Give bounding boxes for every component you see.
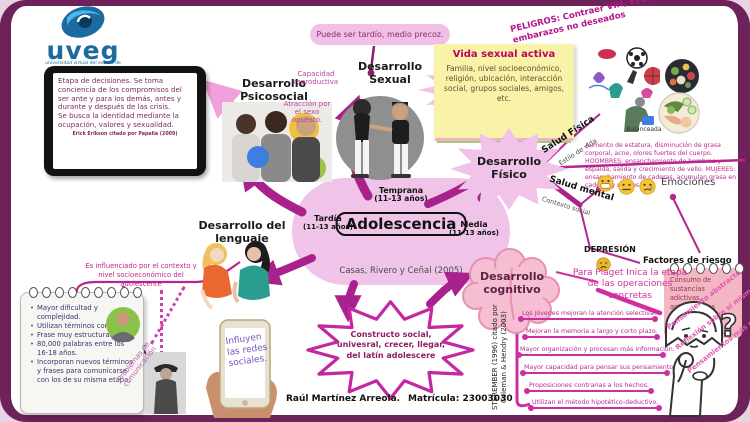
sticky-title: Vida sexual activa — [452, 49, 556, 60]
erikson-citation: Erick Erikson citado por Papalia (2009) — [72, 131, 178, 137]
athlete-figure — [593, 72, 605, 83]
phase-temprana-label: Temprana — [378, 186, 424, 195]
lenguaje-item: •Incorporan nuevos términos y frases par… — [30, 357, 133, 384]
cognitivo-item: Mayor organización y procesan más inform… — [516, 346, 675, 358]
cognitivo-item: Utilizan el método hipotético-deductivo. — [528, 399, 662, 411]
cognitivo-item: Mejoran la memoria a largo y corto plazo… — [522, 328, 660, 340]
phase-tardia-age: (11-13 años) — [303, 223, 353, 232]
sexual-bubble: Puede ser tardío, medio precoz. — [310, 24, 450, 45]
emoji-unamused-icon — [618, 178, 635, 195]
surfer-figure — [609, 83, 623, 98]
constructo-burst — [298, 296, 483, 404]
emoji-cry-icon — [639, 178, 656, 195]
dotted-line-2 — [160, 290, 163, 368]
two-women-illustration — [200, 241, 270, 310]
fisico-title: Desarrollo Físico — [476, 155, 542, 181]
salad-illustration — [658, 92, 700, 134]
cognitivo-item: Proposiciones contrarias a los hechos. — [524, 382, 654, 394]
cognitivo-item: Mayor capacidad para pensar sus pensamie… — [520, 364, 679, 376]
food-bowl-illustration — [665, 59, 699, 93]
cognitivo-item: Los jóvenes mejoran la atención selectiv… — [518, 310, 658, 322]
phone-in-hand — [206, 319, 277, 418]
emoji-grin-icon — [597, 175, 614, 192]
portrait-photo — [106, 307, 140, 342]
phone-screen-text: Influyen las redes sociales. — [224, 332, 269, 369]
erikson-text-2: Se busca la identidad mediante la ocupac… — [58, 111, 179, 129]
cook-illustration — [624, 97, 654, 132]
matricula: Matrícula: 23003030 — [408, 394, 513, 404]
sexual-bubble-text: Puede ser tardío, medio precoz. — [316, 30, 444, 39]
sexual-note-atraccion: Atracción por el sexo opuesto. — [283, 100, 331, 124]
erikson-tablet: Etapa de decisiones. Se toma conciencia … — [44, 66, 206, 176]
lenguaje-item: •Utilizan términos complejos. — [30, 321, 134, 330]
sexual-title: Desarrollo Sexual — [357, 60, 423, 86]
thinking-girl-illustration: ? — [665, 301, 738, 417]
phase-media: Media (11-13 años) — [444, 220, 504, 237]
erikson-screen: Etapa de decisiones. Se toma conciencia … — [53, 73, 197, 169]
sexual-note-capacidad: Capacidad reproductiva — [293, 70, 339, 86]
phase-media-age: (11-13 años) — [449, 229, 499, 238]
gymnast-figure — [627, 70, 637, 84]
vida-sexual-sticky: Vida sexual activa Familia, nivel socioe… — [434, 44, 574, 138]
uveg-swirl-icon — [61, 6, 105, 38]
phase-temprana: Temprana (11-13 años) — [292, 186, 510, 204]
sticky-body: Familia, nivel socioeconómico, religión,… — [443, 64, 565, 103]
couple-illustration — [336, 96, 424, 180]
influencia-text: Es influenciado por el contexto y nivel … — [85, 262, 197, 288]
rugby-ball-icon — [598, 49, 616, 59]
lenguaje-item: •Frase muy estructuradas. — [30, 330, 124, 339]
bw-photo — [146, 352, 186, 414]
phase-temprana-age: (11-13 años) — [374, 194, 428, 204]
lenguaje-item: •Mayor dificultad y complejidad. — [30, 304, 98, 321]
phase-tardia-label: Tardía — [314, 214, 342, 223]
cognitivo-title: Desarrollo cognitivo — [479, 270, 545, 297]
lenguaje-item: •80,000 palabras entre los 16-18 años. — [30, 339, 125, 357]
constructo-text: Constructo social, univesral, crecer, ll… — [336, 330, 446, 360]
question-mark-icon: ? — [720, 309, 737, 344]
phase-media-label: Media — [460, 220, 488, 229]
adolescencia-title: Adolescencia — [335, 212, 467, 236]
sports-illustration — [588, 47, 660, 98]
notepad-spiral — [670, 263, 744, 274]
factores-title: Factores de riesgo — [643, 256, 732, 266]
dancer-figure — [641, 88, 653, 98]
author-name: Raúl Martínez Arreola. — [286, 394, 401, 404]
lenguaje-notepad-spiral — [29, 287, 142, 298]
uveg-wordmark: uveg — [46, 36, 120, 65]
center-citation: Casas, Rivero y Ceñal (2005) — [339, 266, 463, 276]
phase-tardia: Tardía (11-13 años) — [300, 214, 356, 231]
phone-screen — [225, 328, 265, 398]
uveg-logo: uveg universidad virtual del estado de g… — [38, 4, 128, 71]
emociones-label: Emociones — [661, 177, 716, 188]
balanceada-caption: Balanceada — [626, 126, 662, 133]
depresion-label: DEPRESIÓN — [584, 245, 636, 254]
erikson-text-1: Etapa de decisiones. Se toma conciencia … — [58, 76, 182, 112]
